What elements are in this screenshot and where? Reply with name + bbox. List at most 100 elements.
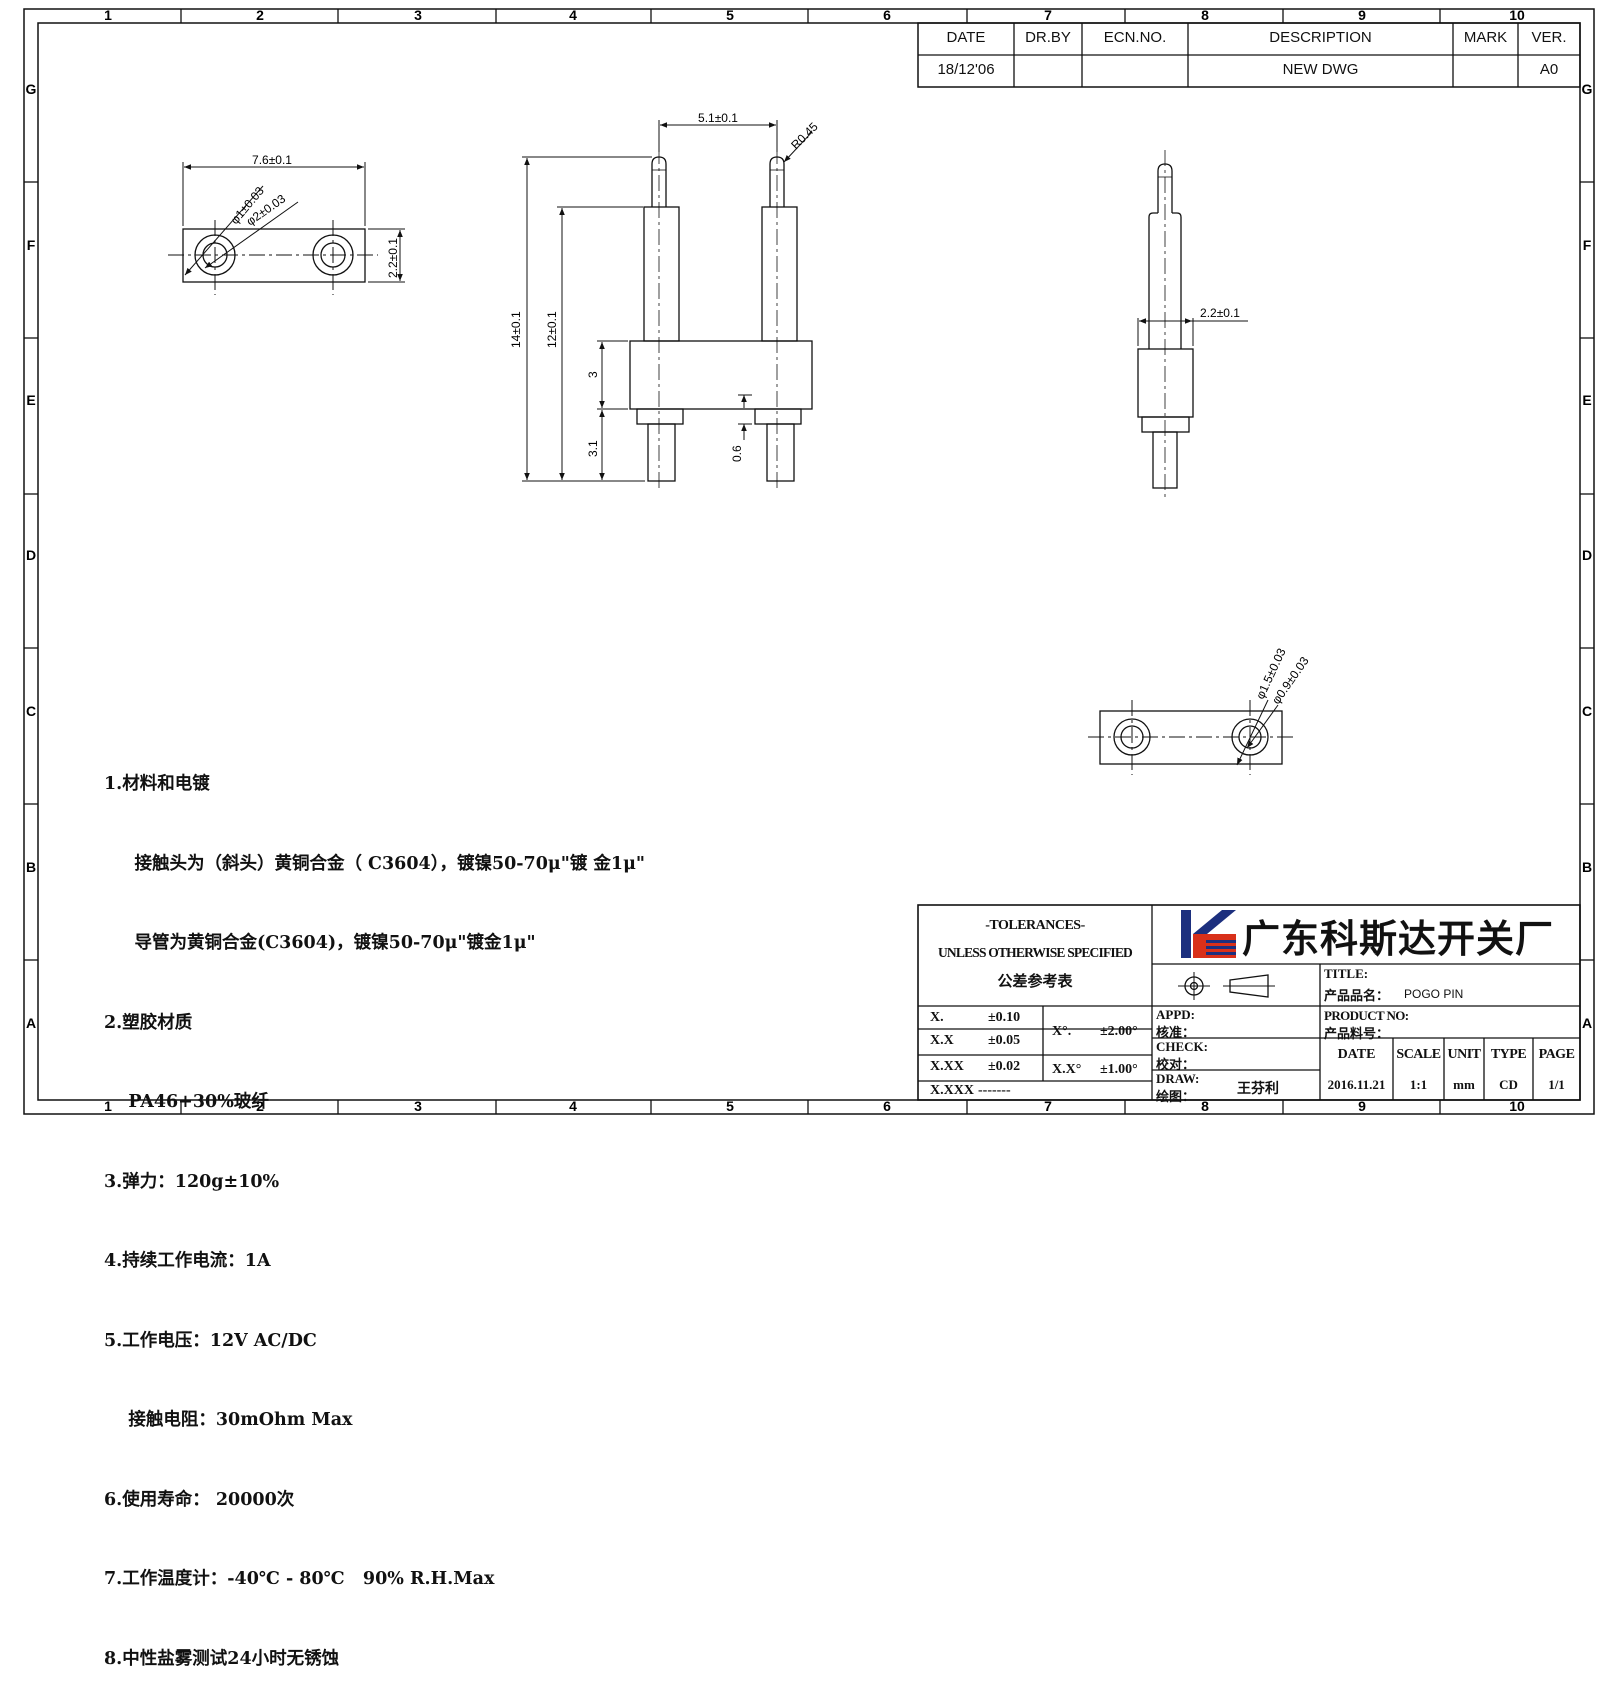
company-logo-icon [1181, 910, 1236, 958]
border-row-label: B [1582, 859, 1592, 875]
border-row-label: D [1582, 547, 1592, 563]
check-label: CHECK: [1156, 1039, 1208, 1054]
drawer-name: 王芬利 [1237, 1081, 1279, 1097]
rev-header-ecn: ECN.NO. [1103, 29, 1167, 46]
rev-header-description: DESCRIPTION [1269, 29, 1372, 46]
technical-notes: 1.材料和电镀 接触头为（斜头）黄铜合金（ C3604），镀镍50-70μ"镀 … [104, 718, 645, 1699]
draw-label: DRAW: [1156, 1071, 1200, 1086]
product-title: POGO PIN [1404, 987, 1464, 1001]
note-line: 接触电阻：30mOhm Max [104, 1410, 353, 1430]
tol-key: X.X [930, 1033, 954, 1048]
border-column-label: 4 [569, 7, 577, 23]
dim-top-height: 2.2±0.1 [386, 238, 400, 278]
note-line: 2.塑胶材质 [104, 1012, 193, 1033]
dim-tail: 3.1 [586, 440, 600, 457]
info-header-page: PAGE [1538, 1047, 1575, 1062]
border-column-label: 10 [1509, 7, 1525, 23]
info-header-unit: UNIT [1447, 1047, 1481, 1062]
tol-key: X. [930, 1010, 944, 1025]
border-column-label: 1 [104, 1098, 112, 1114]
angle-key: X°. [1052, 1024, 1072, 1039]
side-view [1137, 150, 1248, 498]
info-header-type: TYPE [1490, 1047, 1527, 1062]
dim-total-length: 14±0.1 [509, 311, 523, 348]
angle-value: ±1.00° [1100, 1062, 1138, 1077]
dim-step: 0.6 [730, 445, 744, 462]
border-column-label: 3 [414, 7, 422, 23]
rev-version: A0 [1539, 61, 1559, 78]
info-header-date: DATE [1337, 1047, 1376, 1062]
note-line: 接触头为（斜头）黄铜合金（ C3604），镀镍50-70μ"镀 金1μ" [104, 853, 646, 874]
tol-key: X.XX [930, 1059, 964, 1074]
border-column-label: 10 [1509, 1098, 1525, 1114]
rev-date: 18/12'06 [937, 61, 995, 78]
tol-value: ±0.05 [988, 1033, 1021, 1048]
tolerances-title: -TOLERANCES- [985, 918, 1085, 933]
tol-value: ±0.10 [988, 1010, 1021, 1025]
note-line: PA46+30%玻纤 [104, 1092, 269, 1112]
border-column-label: 9 [1358, 1098, 1366, 1114]
border-row-label: C [26, 703, 36, 719]
border-row-label: D [26, 547, 36, 563]
dim-top-width: 7.6±0.1 [252, 153, 292, 167]
note-line: 导管为黄铜合金(C3604)，镀镍50-70μ"镀金1μ" [104, 933, 536, 953]
tolerances-cn: 公差参考表 [997, 974, 1073, 990]
bottom-view [1088, 699, 1295, 775]
rev-header-ver: VER. [1531, 29, 1567, 46]
product-no-label: PRODUCT NO: [1324, 1008, 1409, 1023]
border-column-label: 8 [1201, 7, 1209, 23]
company-name: 广东科斯达开关厂 [1242, 917, 1555, 961]
front-view [522, 120, 813, 490]
info-header-scale: SCALE [1396, 1047, 1441, 1062]
angle-value: ±2.00° [1100, 1024, 1138, 1039]
dim-side-width: 2.2±0.1 [1200, 306, 1240, 320]
angle-key: X.X° [1052, 1062, 1082, 1077]
border-row-label: F [27, 237, 36, 253]
note-line: 3.弹力：120g±10% [104, 1171, 280, 1192]
border-row-label: G [26, 81, 37, 97]
border-column-label: 1 [104, 7, 112, 23]
note-line: 5.工作电压：12V AC/DC [104, 1330, 317, 1351]
note-line: 1.材料和电镀 [104, 774, 210, 794]
info-scale: 1:1 [1409, 1077, 1428, 1092]
info-page: 1/1 [1548, 1077, 1565, 1092]
appd-label: APPD: [1156, 1007, 1195, 1022]
tolerances-subtitle: UNLESS OTHERWISE SPECIFIED [937, 945, 1133, 960]
border-column-label: 6 [883, 7, 891, 23]
border-row-label: E [26, 392, 35, 408]
border-column-label: 6 [883, 1098, 891, 1114]
appd-cn-label: 核准： [1156, 1026, 1196, 1041]
check-cn-label: 校对： [1156, 1058, 1196, 1073]
dim-pitch: 5.1±0.1 [698, 111, 738, 125]
note-line: 7.工作温度计：-40℃ - 80℃ 90% R.H.Max [104, 1569, 495, 1589]
border-row-label: F [1583, 237, 1592, 253]
border-column-label: 2 [256, 1098, 264, 1114]
border-column-label: 5 [726, 1098, 734, 1114]
rev-header-date: DATE [946, 29, 986, 46]
tol-value: ------- [978, 1083, 1011, 1098]
border-column-label: 7 [1044, 7, 1052, 23]
dim-length-12: 12±0.1 [545, 311, 559, 348]
note-line: 8.中性盐雾测试24小时无锈蚀 [104, 1648, 340, 1669]
border-row-label: B [26, 859, 36, 875]
revision-table: DATE DR.BY ECN.NO. DESCRIPTION MARK VER.… [918, 23, 1580, 87]
border-row-label: E [1582, 392, 1591, 408]
tol-key: X.XXX [930, 1083, 974, 1098]
border-row-label: A [26, 1015, 36, 1031]
dim-body-height: 3 [586, 371, 600, 378]
border-row-label: C [1582, 703, 1592, 719]
border-column-label: 2 [256, 7, 264, 23]
border-row-label: A [1582, 1015, 1592, 1031]
rev-description: NEW DWG [1282, 61, 1359, 78]
draw-cn-label: 绘图： [1156, 1090, 1196, 1105]
title-label: TITLE: [1324, 966, 1369, 981]
note-line: 4.持续工作电流：1A [104, 1251, 271, 1271]
rev-header-mark: MARK [1463, 29, 1508, 46]
border-column-label: 3 [414, 1098, 422, 1114]
top-view [168, 162, 405, 295]
rev-header-drby: DR.BY [1025, 29, 1071, 46]
border-column-label: 7 [1044, 1098, 1052, 1114]
note-line: 6.使用寿命： 20000次 [104, 1489, 295, 1510]
title-cn-label: 产品品名： [1324, 989, 1390, 1004]
